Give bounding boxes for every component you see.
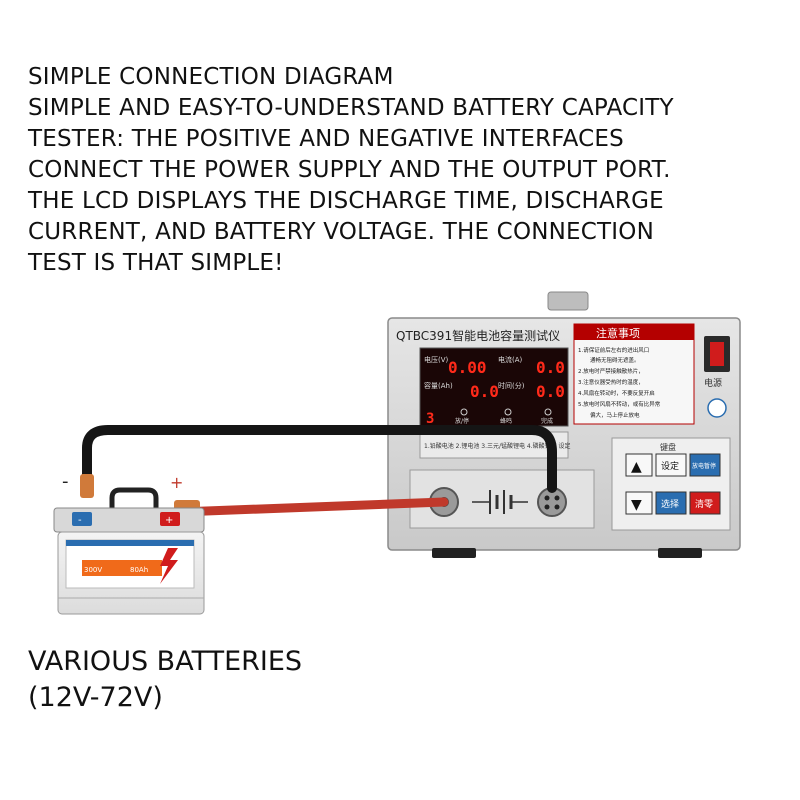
notice-line: 4.风扇在转动时，不要反复开启 xyxy=(578,389,655,397)
power-switch-rocker[interactable] xyxy=(710,342,724,366)
discharge-pause-label: 放电暂停 xyxy=(692,462,716,470)
lcd-mode-value: 3 xyxy=(426,411,434,427)
car-battery: - + - + 300V 80Ah xyxy=(53,471,205,615)
clear-button[interactable] xyxy=(689,491,721,515)
positive-cable-red xyxy=(175,497,449,517)
headline-line: TEST IS THAT SIMPLE! xyxy=(28,250,284,276)
status-label-done: 完成 xyxy=(541,417,553,425)
notice-line: 3.注意仪器受热时的温度， xyxy=(578,378,644,386)
connector-pin xyxy=(554,495,560,501)
battery-minus-label: - xyxy=(62,471,69,492)
lcd-label-voltage: 电压(V) xyxy=(424,355,449,364)
device-handle xyxy=(547,291,589,311)
brand-logo-icon xyxy=(707,398,727,418)
notice-panel xyxy=(573,323,695,425)
lcd-voltage-value: 0.00 xyxy=(448,358,487,377)
notice-line: 通畅无阻碍无遮盖。 xyxy=(590,356,640,364)
battery-plus-post-label: + xyxy=(165,515,173,526)
battery-type-text: 1.铅酸电池 2.锂电池 3.三元/锰酸锂电 4.磷酸铁锂 设定 xyxy=(424,442,571,450)
device-model-label: QTBC391智能电池容量测试仪 xyxy=(396,328,560,343)
headline-line: THE LCD DISPLAYS THE DISCHARGE TIME, DIS… xyxy=(28,188,664,214)
status-led-discharge xyxy=(460,408,468,416)
battery-handle xyxy=(109,487,159,512)
lcd-label-capacity: 容量(Ah) xyxy=(424,381,453,390)
status-led-buzzer xyxy=(504,408,512,416)
battery-plus-label: + xyxy=(170,473,183,492)
up-button[interactable] xyxy=(625,453,653,477)
status-led-done xyxy=(544,408,552,416)
negative-clamp xyxy=(80,474,94,498)
keypad-panel xyxy=(611,437,731,531)
connector-pin xyxy=(554,504,560,510)
set-button-label: 设定 xyxy=(661,460,679,472)
battery-positive-post xyxy=(160,512,180,526)
down-button[interactable] xyxy=(625,491,653,515)
lcd-label-current: 电流(A) xyxy=(498,355,523,364)
lcd-capacity-value: 0.0 xyxy=(470,382,499,401)
select-button[interactable] xyxy=(655,491,687,515)
lcd-panel xyxy=(419,347,569,427)
battery-sticker-stripe xyxy=(82,560,162,576)
power-label: 电源 xyxy=(704,377,722,389)
device-foot xyxy=(432,548,476,558)
down-arrow-icon: ▼ xyxy=(631,497,642,513)
lcd-label-time: 时间(分) xyxy=(498,381,525,390)
headline-block: SIMPLE CONNECTION DIAGRAM SIMPLE AND EAS… xyxy=(28,62,788,279)
status-label-buzzer: 蜂鸣 xyxy=(500,417,512,425)
battery-minus-post-label: - xyxy=(78,515,82,526)
set-button[interactable] xyxy=(655,453,687,477)
status-label-discharge: 放/停 xyxy=(455,417,469,425)
headline-line: SIMPLE CONNECTION DIAGRAM xyxy=(28,64,394,90)
notice-line: 5.放电时风扇不转动，或有比异常 xyxy=(578,400,661,408)
notice-title: 注意事项 xyxy=(596,326,640,340)
battery-sticker-right: 80Ah xyxy=(130,566,148,574)
lightning-bolt-icon xyxy=(160,548,178,584)
headline-line: SIMPLE AND EASY-TO-UNDERSTAND BATTERY CA… xyxy=(28,95,674,121)
notice-line: 2.放电时严禁接触散热片， xyxy=(578,367,644,375)
notice-header xyxy=(574,324,694,340)
keypad-title: 键盘 xyxy=(660,442,676,452)
battery-negative-post xyxy=(72,512,92,526)
footer-voltage-range: (12V-72V) xyxy=(28,682,163,713)
battery-sticker-band xyxy=(66,540,194,546)
notice-line: 偏大，马上停止放电 xyxy=(590,411,640,419)
connector-pin xyxy=(544,495,550,501)
footer-title: VARIOUS BATTERIES xyxy=(28,646,303,677)
headline-line: CURRENT, AND BATTERY VOLTAGE. THE CONNEC… xyxy=(28,219,654,245)
headline-line: TESTER: THE POSITIVE AND NEGATIVE INTERF… xyxy=(28,126,624,152)
device-foot xyxy=(658,548,702,558)
notice-line: 1.请保证前后左右的进出风口 xyxy=(578,346,649,354)
battery-symbol-icon xyxy=(472,490,528,514)
battery-sticker-left: 300V xyxy=(84,566,102,574)
battery-tester-device: QTBC391智能电池容量测试仪 电压(V) 0.00 电流(A) 0.0 容量… xyxy=(387,291,741,558)
negative-cable-black xyxy=(82,425,557,493)
clear-button-label: 清零 xyxy=(695,498,713,510)
up-arrow-icon: ▲ xyxy=(631,459,642,475)
select-button-label: 选择 xyxy=(661,498,679,510)
headline-line: CONNECT THE POWER SUPPLY AND THE OUTPUT … xyxy=(28,157,671,183)
lcd-time-value: 0.0 xyxy=(536,382,565,401)
connector-pin xyxy=(544,504,550,510)
lcd-current-value: 0.0 xyxy=(536,358,565,377)
footer-block: VARIOUS BATTERIES (12V-72V) xyxy=(28,644,302,716)
discharge-pause-button[interactable] xyxy=(689,453,721,477)
